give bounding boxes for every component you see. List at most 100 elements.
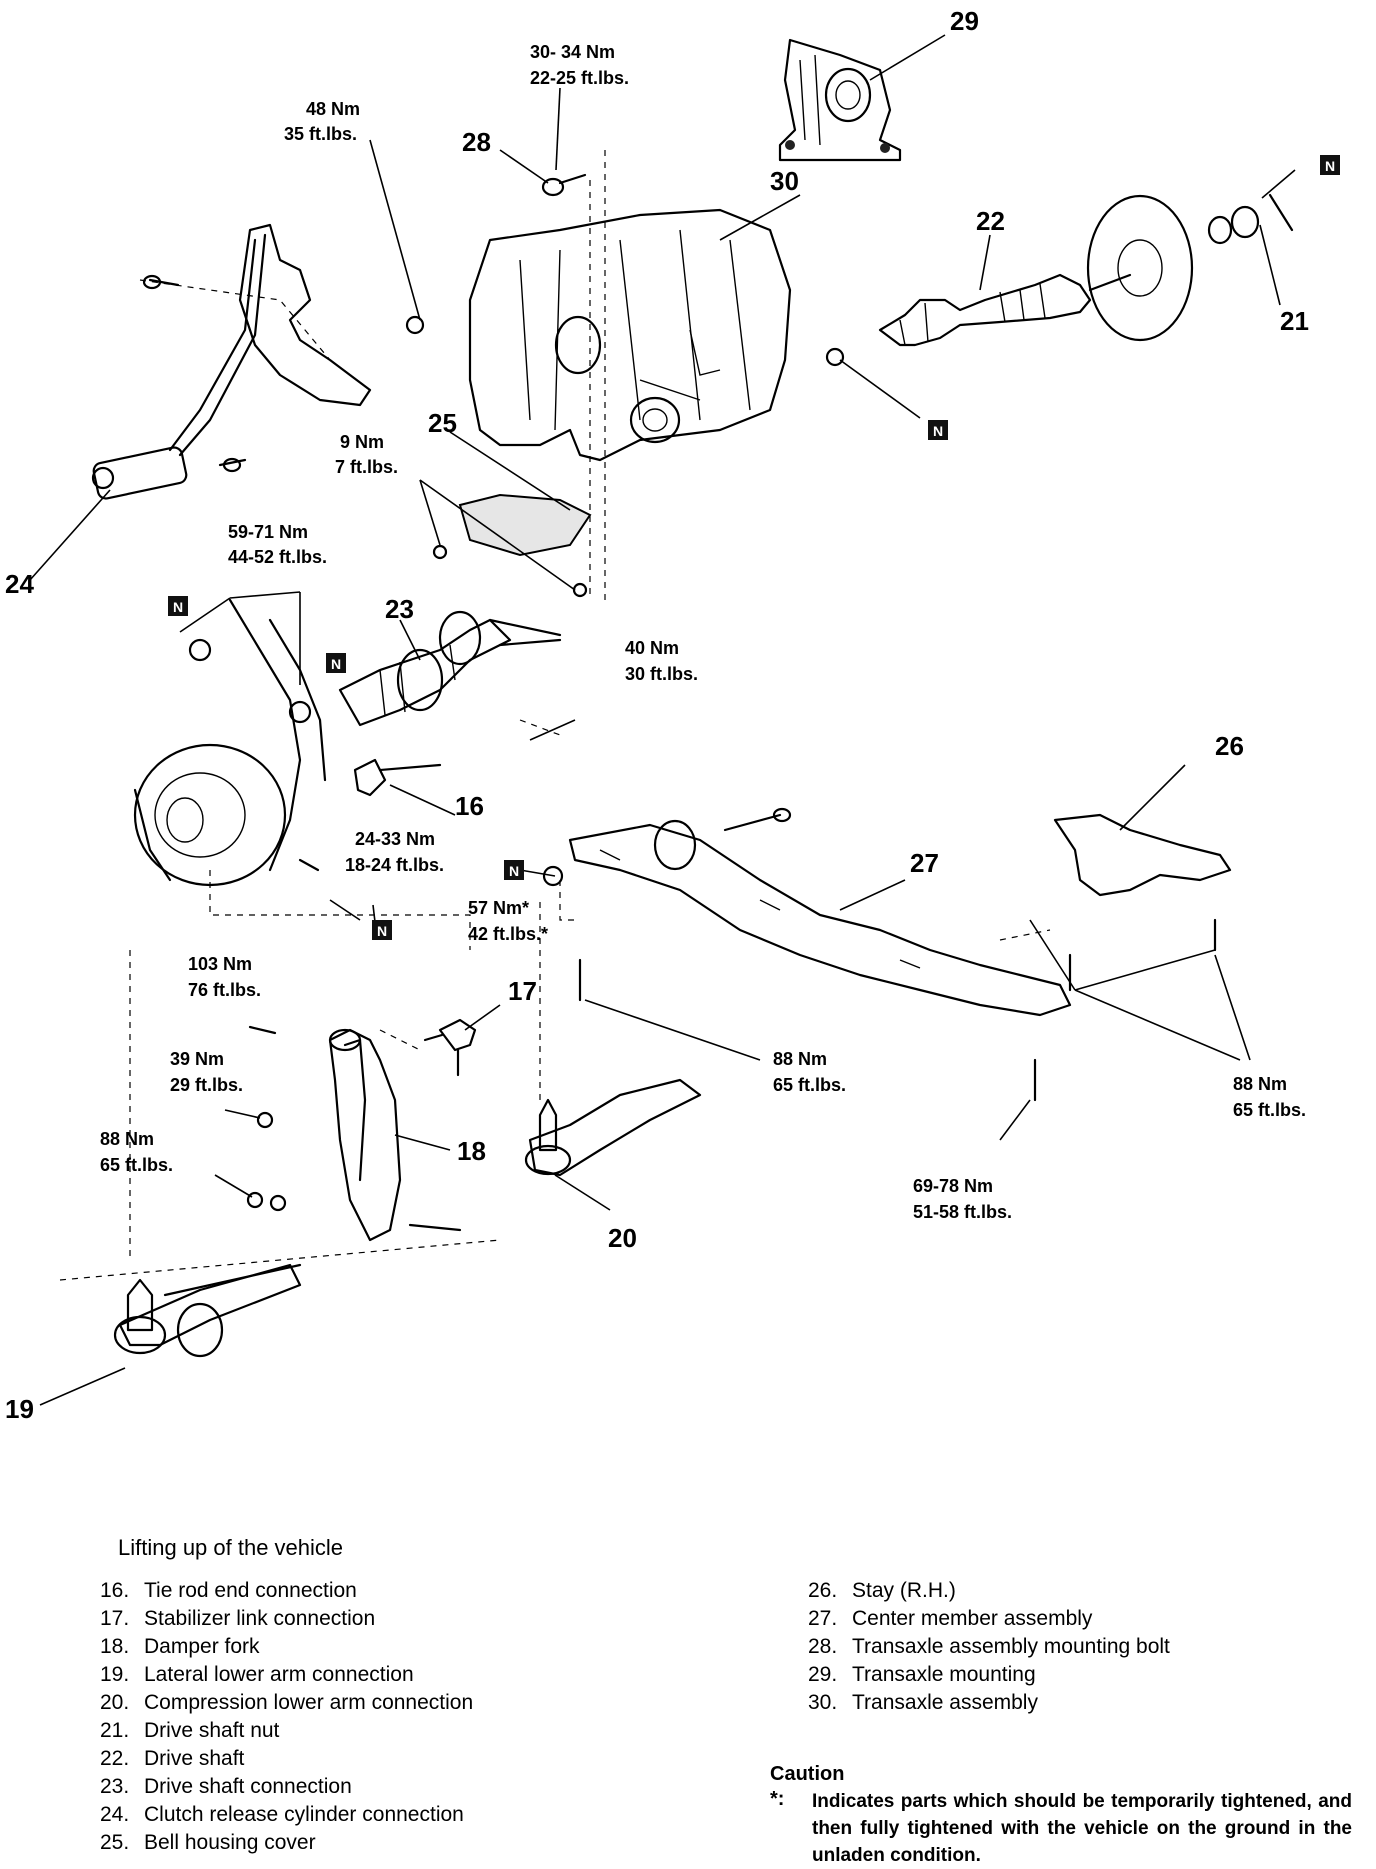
caution-note: Caution *: Indicates parts which should …: [770, 1763, 1370, 1869]
svg-text:40 Nm: 40 Nm: [625, 638, 679, 658]
torque-label: 24-33 Nm 18-24 ft.lbs.: [345, 829, 444, 875]
torque-label: 88 Nm 65 ft.lbs.: [773, 1049, 846, 1095]
svg-text:65 ft.lbs.: 65 ft.lbs.: [1233, 1100, 1306, 1120]
svg-text:24-33 Nm: 24-33 Nm: [355, 829, 435, 849]
svg-text:29 ft.lbs.: 29 ft.lbs.: [170, 1075, 243, 1095]
legend-item: 25.Bell housing cover: [100, 1831, 316, 1854]
svg-text:42 ft.lbs.*: 42 ft.lbs.*: [468, 924, 548, 944]
n-marker: N: [1320, 155, 1340, 175]
drive-shaft-connection-drawing: [338, 610, 562, 727]
svg-text:69-78 Nm: 69-78 Nm: [913, 1176, 993, 1196]
svg-text:59-71 Nm: 59-71 Nm: [228, 522, 308, 542]
svg-text:N: N: [173, 599, 183, 615]
torque-label: 48 Nm 35 ft.lbs.: [284, 99, 360, 144]
svg-text:44-52 ft.lbs.: 44-52 ft.lbs.: [228, 547, 327, 567]
callout-28: 28: [462, 127, 491, 157]
callout-29: 29: [950, 6, 979, 36]
legend-item: 24.Clutch release cylinder connection: [100, 1803, 464, 1826]
svg-text:57 Nm*: 57 Nm*: [468, 898, 529, 918]
torque-label: 40 Nm 30 ft.lbs.: [625, 638, 698, 684]
drive-shaft-drawing: [878, 193, 1294, 347]
stay-rh-drawing: [1053, 813, 1232, 992]
svg-text:9 Nm: 9 Nm: [340, 432, 384, 452]
svg-text:30- 34 Nm: 30- 34 Nm: [530, 42, 615, 62]
caution-title: Caution: [770, 1763, 845, 1785]
legend-item: 26.Stay (R.H.): [808, 1579, 956, 1602]
callout-20: 20: [608, 1223, 637, 1253]
transaxle-mounting-drawing: [778, 38, 902, 162]
center-member-drawing: [542, 807, 1072, 1102]
caution-mark: *:: [770, 1788, 785, 1810]
svg-text:88 Nm: 88 Nm: [1233, 1074, 1287, 1094]
transaxle-assembly-drawing: [468, 208, 792, 462]
svg-text:22-25 ft.lbs.: 22-25 ft.lbs.: [530, 68, 629, 88]
callout-21: 21: [1280, 306, 1309, 336]
legend-item: 22.Drive shaft: [100, 1747, 245, 1770]
parts-legend: Lifting up of the vehicle 16.Tie rod end…: [0, 1535, 1376, 1866]
svg-text:76 ft.lbs.: 76 ft.lbs.: [188, 980, 261, 1000]
svg-text:30 ft.lbs.: 30 ft.lbs.: [625, 664, 698, 684]
lateral-lower-arm-drawing: [113, 1263, 302, 1358]
svg-text:7 ft.lbs.: 7 ft.lbs.: [335, 457, 398, 477]
legend-item: 23.Drive shaft connection: [100, 1775, 352, 1798]
callout-26: 26: [1215, 731, 1244, 761]
callout-25: 25: [428, 408, 457, 438]
torque-label: 57 Nm* 42 ft.lbs.*: [468, 898, 548, 944]
legend-item: 21.Drive shaft nut: [100, 1719, 280, 1742]
leader-lines: [29, 34, 1296, 1406]
legend-item: 28.Transaxle assembly mounting bolt: [808, 1635, 1170, 1658]
svg-text:N: N: [933, 423, 943, 439]
n-marker: N: [928, 420, 948, 440]
legend-item: 19.Lateral lower arm connection: [100, 1663, 414, 1686]
svg-text:N: N: [1325, 158, 1335, 174]
torque-label: 88 Nm 65 ft.lbs.: [100, 1129, 173, 1175]
clutch-release-cylinder-drawing: [91, 223, 372, 500]
legend-item: 17.Stabilizer link connection: [100, 1607, 376, 1630]
svg-text:N: N: [377, 923, 387, 939]
damper-fork-drawing: [246, 1025, 462, 1242]
compression-lower-arm-drawing: [524, 1078, 702, 1177]
svg-text:39 Nm: 39 Nm: [170, 1049, 224, 1069]
legend-item: 30.Transaxle assembly: [808, 1691, 1038, 1714]
n-marker: N: [372, 920, 392, 940]
legend-title: Lifting up of the vehicle: [118, 1535, 344, 1560]
callout-17: 17: [508, 976, 537, 1006]
callout-18: 18: [457, 1136, 486, 1166]
legend-item: 18.Damper fork: [100, 1635, 260, 1658]
torque-label: 103 Nm 76 ft.lbs.: [188, 954, 261, 1000]
callout-23: 23: [385, 594, 414, 624]
torque-label: 39 Nm 29 ft.lbs.: [170, 1049, 243, 1095]
legend-item: 29.Transaxle mounting: [808, 1663, 1036, 1686]
svg-text:48 Nm: 48 Nm: [306, 99, 360, 119]
mounting-bolt-drawing: [405, 173, 845, 367]
torque-label: 9 Nm 7 ft.lbs.: [335, 432, 398, 477]
callout-19: 19: [5, 1394, 34, 1424]
n-marker: N: [168, 596, 188, 616]
callout-24: 24: [5, 569, 34, 599]
svg-text:51-58 ft.lbs.: 51-58 ft.lbs.: [913, 1202, 1012, 1222]
legend-list-right: 26.Stay (R.H.) 27.Center member assembly…: [808, 1577, 1170, 1717]
torque-label: 30- 34 Nm 22-25 ft.lbs.: [530, 42, 629, 88]
n-marker: N: [504, 860, 524, 880]
caution-text: Indicates parts which should be temporar…: [812, 1791, 1352, 1866]
callout-22: 22: [976, 206, 1005, 236]
stabilizer-link-drawing: [423, 1018, 477, 1077]
svg-text:35 ft.lbs.: 35 ft.lbs.: [284, 124, 357, 144]
callout-30: 30: [770, 166, 799, 196]
svg-text:65 ft.lbs.: 65 ft.lbs.: [100, 1155, 173, 1175]
torque-label: 69-78 Nm 51-58 ft.lbs.: [913, 1176, 1012, 1222]
n-marker: N: [326, 653, 346, 673]
torque-label: 59-71 Nm 44-52 ft.lbs.: [228, 522, 327, 567]
svg-text:N: N: [331, 656, 341, 672]
legend-item: 27.Center member assembly: [808, 1607, 1093, 1630]
svg-text:N: N: [509, 863, 519, 879]
torque-label: 88 Nm 65 ft.lbs.: [1233, 1074, 1306, 1120]
svg-text:18-24 ft.lbs.: 18-24 ft.lbs.: [345, 855, 444, 875]
svg-text:88 Nm: 88 Nm: [773, 1049, 827, 1069]
legend-list-left: 16.Tie rod end connection 17.Stabilizer …: [100, 1577, 473, 1857]
tie-rod-end-drawing: [298, 758, 442, 872]
legend-item: 20.Compression lower arm connection: [100, 1691, 474, 1714]
svg-text:88 Nm: 88 Nm: [100, 1129, 154, 1149]
callout-16: 16: [455, 791, 484, 821]
